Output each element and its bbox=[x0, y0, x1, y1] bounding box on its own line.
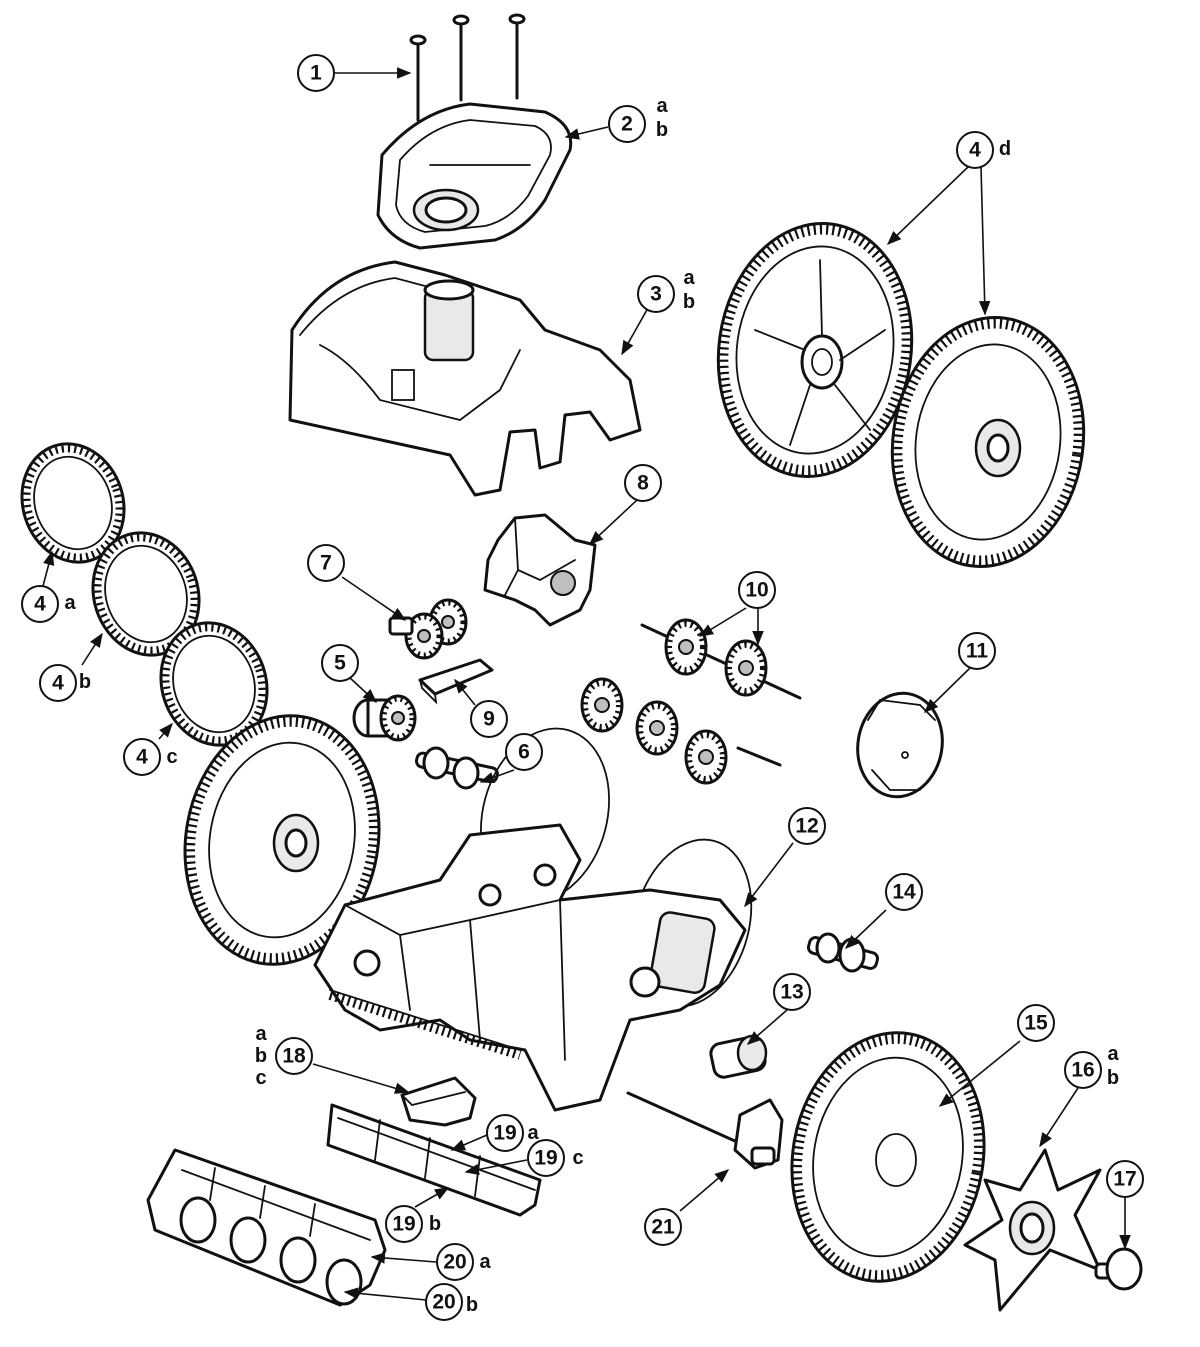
gear-housing-part bbox=[483, 513, 597, 627]
svg-text:a: a bbox=[479, 1251, 491, 1273]
tire-ring-part bbox=[20, 442, 126, 564]
star-hubcap-part bbox=[963, 1148, 1102, 1312]
knob-part bbox=[1094, 1247, 1143, 1291]
gear-part bbox=[684, 729, 728, 785]
callout-7: 7 bbox=[307, 544, 345, 582]
brush-roller-part bbox=[146, 1148, 387, 1307]
svg-text:3: 3 bbox=[650, 283, 662, 306]
callout-8: 8 bbox=[624, 464, 662, 502]
large-wheel-part bbox=[890, 316, 1086, 568]
svg-text:4: 4 bbox=[969, 139, 981, 162]
gear-part bbox=[635, 700, 679, 756]
axle-part bbox=[626, 1091, 784, 1170]
callout-15: 15 bbox=[1017, 1004, 1055, 1042]
svg-text:13: 13 bbox=[780, 981, 803, 1004]
svg-text:11: 11 bbox=[966, 640, 989, 663]
callout-1: 1 bbox=[297, 54, 335, 92]
callout-19a: 19 a bbox=[486, 1114, 539, 1152]
large-wheel-part bbox=[790, 1031, 986, 1283]
callout-4b: 4 b bbox=[39, 664, 91, 702]
small-block-part bbox=[418, 658, 494, 705]
small-gear-part bbox=[352, 694, 417, 742]
svg-text:b: b bbox=[79, 671, 91, 693]
callout-12: 12 bbox=[788, 807, 826, 845]
svg-text:17: 17 bbox=[1113, 1168, 1136, 1191]
callout-21: 21 bbox=[644, 1208, 682, 1246]
svg-text:19: 19 bbox=[392, 1213, 415, 1236]
callout-19b: 19 b bbox=[385, 1205, 441, 1243]
spool-part bbox=[415, 746, 499, 790]
svg-text:16: 16 bbox=[1071, 1059, 1094, 1082]
svg-text:4: 4 bbox=[52, 672, 64, 695]
svg-text:b: b bbox=[466, 1294, 478, 1316]
top-cover-part bbox=[376, 102, 573, 250]
top-housing-part bbox=[288, 260, 642, 497]
svg-text:21: 21 bbox=[651, 1216, 675, 1239]
svg-text:2: 2 bbox=[621, 113, 633, 136]
svg-text:c: c bbox=[166, 746, 177, 768]
svg-text:a: a bbox=[527, 1122, 539, 1144]
tire-ring-part bbox=[91, 531, 201, 657]
svg-text:18: 18 bbox=[282, 1045, 306, 1068]
large-wheel-part bbox=[183, 714, 381, 966]
callout-19c: 19 c bbox=[527, 1139, 584, 1177]
flap-strip-part bbox=[326, 1103, 542, 1217]
callout-6: 6 bbox=[505, 733, 543, 771]
callout-17: 17 bbox=[1106, 1160, 1144, 1198]
large-wheel-part bbox=[716, 222, 914, 478]
svg-text:d: d bbox=[999, 138, 1011, 160]
callout-14: 14 bbox=[885, 873, 923, 911]
svg-text:4: 4 bbox=[136, 746, 148, 769]
callout-10: 10 bbox=[738, 571, 776, 609]
chassis-part bbox=[313, 727, 753, 1112]
svg-text:1: 1 bbox=[310, 62, 322, 85]
svg-text:20: 20 bbox=[432, 1291, 455, 1314]
svg-text:10: 10 bbox=[745, 579, 768, 602]
spool-part bbox=[806, 932, 880, 973]
svg-text:12: 12 bbox=[795, 815, 818, 838]
gear-part bbox=[580, 677, 624, 733]
svg-text:8: 8 bbox=[637, 472, 649, 495]
svg-text:5: 5 bbox=[334, 652, 346, 675]
svg-text:6: 6 bbox=[518, 741, 530, 764]
pin-part bbox=[736, 746, 782, 767]
gear-shaft-part bbox=[640, 618, 802, 700]
svg-text:14: 14 bbox=[892, 881, 916, 904]
bushing-part bbox=[709, 1034, 768, 1079]
svg-text:19: 19 bbox=[493, 1122, 516, 1145]
svg-text:4: 4 bbox=[34, 593, 46, 616]
svg-text:a: a bbox=[64, 592, 76, 614]
svg-text:20: 20 bbox=[443, 1251, 466, 1274]
screw-part bbox=[409, 13, 526, 122]
callout-4d: 4 d bbox=[956, 131, 1011, 169]
svg-text:9: 9 bbox=[483, 708, 495, 731]
callout-11: 11 bbox=[958, 632, 996, 670]
callout-5: 5 bbox=[321, 644, 359, 682]
callout-9: 9 bbox=[470, 700, 508, 738]
gear-pair-part bbox=[388, 598, 468, 660]
svg-text:19: 19 bbox=[534, 1147, 557, 1170]
callout-20b: 20 b bbox=[425, 1283, 478, 1321]
callout-20a: 20 a bbox=[436, 1243, 491, 1281]
cap-part bbox=[856, 691, 944, 799]
svg-text:c: c bbox=[572, 1147, 583, 1169]
svg-text:15: 15 bbox=[1024, 1012, 1048, 1035]
callout-4c: 4 c bbox=[123, 738, 178, 776]
valve-block-part bbox=[400, 1076, 477, 1127]
callout-13: 13 bbox=[773, 973, 811, 1011]
svg-text:b: b bbox=[429, 1213, 441, 1235]
svg-text:7: 7 bbox=[320, 552, 332, 575]
callout-4a: 4 a bbox=[21, 585, 76, 623]
leader-lines bbox=[42, 67, 1131, 1301]
